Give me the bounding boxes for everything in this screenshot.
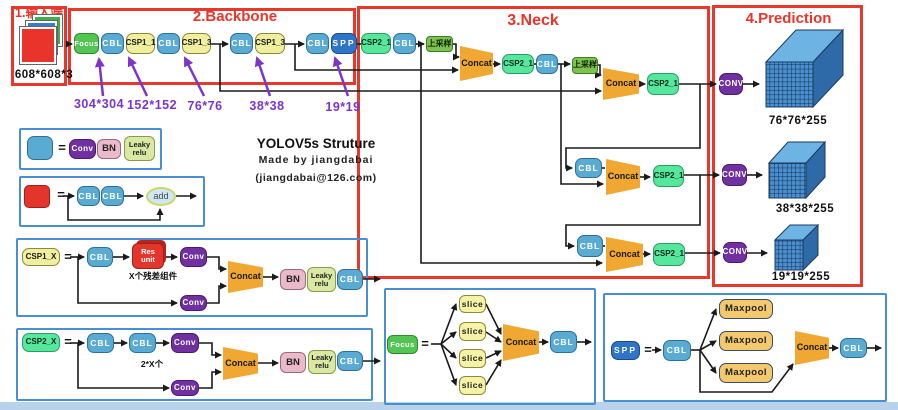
section-label-prediction: 4.Prediction <box>745 10 832 28</box>
prediction-box <box>712 5 863 287</box>
legend-cbl-swatch <box>27 136 53 160</box>
legend-spp: SPP <box>611 341 640 360</box>
legend-cbl-3b: CBL <box>337 269 363 290</box>
diagram-title: YOLOV5s Struture <box>256 136 376 151</box>
legend-bn-3: BN <box>280 269 306 290</box>
legend-cbl-4b: CBL <box>129 333 156 353</box>
diagram-author: Made by jiangdabai <box>258 154 374 166</box>
legend-note-2x: 2*X个 <box>140 359 164 370</box>
legend-conv-3b: Conv <box>180 295 207 311</box>
legend-cbl-4a: CBL <box>87 333 114 353</box>
prediction-conv-2: CONV <box>722 164 747 186</box>
legend-cbl-2b: CBL <box>101 186 124 206</box>
legend-add: add <box>146 187 176 206</box>
section-label-backbone: 2.Backbone <box>192 7 278 25</box>
legend-eq-5: = <box>421 336 429 352</box>
legend-maxpool-2: Maxpool <box>719 331 773 351</box>
legend-cbl-box <box>19 128 162 170</box>
input-image-red <box>19 26 57 65</box>
legend-note-res: X个残差组件 <box>128 271 178 282</box>
section-label-neck: 3.Neck <box>507 11 559 29</box>
backbone-cbl-3: CBL <box>230 33 253 54</box>
legend-res-unit: Res unit <box>132 243 164 269</box>
legend-slice-3: slice <box>459 349 486 368</box>
neck-cbl-b: CBL <box>536 54 558 74</box>
legend-cbl-focus: CBL <box>550 331 577 353</box>
legend-focus-box <box>384 288 596 405</box>
prediction-conv-3: CONV <box>722 242 747 263</box>
neck-csp2-e: CSP2_1 <box>653 243 685 266</box>
legend-conv-1: Conv <box>69 139 96 159</box>
backbone-cbl-4: CBL <box>306 33 329 54</box>
legend-csp2x: CSP2_X <box>22 333 60 352</box>
input-box <box>11 6 67 86</box>
legend-maxpool-3: Maxpool <box>719 363 773 383</box>
backbone-csp1-3a: CSP1_3 <box>182 33 211 54</box>
output-size-19: 19*19*255 <box>771 270 831 283</box>
legend-resunit-box <box>19 176 205 227</box>
feature-size-76: 76*76 <box>187 99 223 114</box>
legend-cbl-4c: CBL <box>337 351 363 371</box>
feature-size-38: 38*38 <box>249 99 285 114</box>
input-size-label: 608*608*3 <box>14 69 74 82</box>
output-size-38: 38*38*255 <box>775 202 835 215</box>
backbone-csp1-3b: CSP1_3 <box>255 33 285 54</box>
output-size-76: 76*76*255 <box>768 114 828 127</box>
backbone-focus: Focus <box>74 33 99 54</box>
legend-maxpool-1: Maxpool <box>719 299 773 319</box>
legend-cbl-spp-1: CBL <box>663 340 691 361</box>
legend-bn-1: BN <box>97 139 121 159</box>
backbone-spp: SPP <box>331 33 357 54</box>
neck-cbl-c: CBL <box>575 158 602 178</box>
legend-csp1-box <box>16 238 368 317</box>
legend-res-swatch <box>24 185 50 208</box>
neck-upsample-1: 上采样 <box>426 36 453 52</box>
neck-csp2-d: CSP2_1 <box>653 165 684 187</box>
legend-csp2-box <box>16 328 373 401</box>
legend-slice-1: slice <box>459 295 486 313</box>
neck-box <box>357 6 710 279</box>
backbone-cbl-2: CBL <box>157 33 180 54</box>
neck-csp2-c: CSP2_1 <box>647 73 679 95</box>
legend-cbl-2a: CBL <box>77 186 100 206</box>
backbone-csp1-1: CSP1_1 <box>126 33 155 54</box>
diagram-email: (jiangdabai@126.com) <box>255 172 377 184</box>
legend-leaky-4: Leaky relu <box>308 350 336 374</box>
feature-size-304: 304*304 <box>73 97 125 112</box>
legend-concat-csp1: Concat <box>228 261 263 293</box>
bottom-bar <box>0 402 898 410</box>
legend-eq-3: = <box>64 249 72 265</box>
legend-eq-4: = <box>64 334 72 350</box>
prediction-conv-1: CONV <box>718 73 743 95</box>
backbone-cbl-1: CBL <box>101 33 124 54</box>
neck-upsample-2: 上采样 <box>572 57 598 74</box>
legend-bn-4: BN <box>280 352 306 373</box>
legend-eq-6: = <box>644 342 652 358</box>
legend-cbl-3: CBL <box>87 247 113 267</box>
legend-leaky-3: Leaky relu <box>307 267 336 292</box>
neck-csp2-b: CSP2_1 <box>502 54 534 74</box>
feature-size-152: 152*152 <box>126 98 178 113</box>
legend-conv-4b: Conv <box>171 380 199 396</box>
legend-eq-1: = <box>58 140 66 156</box>
legend-focus: Focus <box>387 335 418 354</box>
legend-conv-3a: Conv <box>180 247 207 267</box>
neck-cbl-a: CBL <box>393 33 416 54</box>
legend-conv-4a: Conv <box>171 333 199 353</box>
neck-csp2-a: CSP2_1 <box>361 33 391 54</box>
legend-cbl-spp-2: CBL <box>840 338 867 358</box>
legend-leaky-1: Leaky relu <box>124 136 155 161</box>
feature-size-19: 19*19 <box>325 100 361 115</box>
legend-spp-box <box>603 293 887 402</box>
legend-csp1x: CSP1_X <box>22 248 60 266</box>
legend-eq-2: = <box>57 187 65 203</box>
legend-slice-2: slice <box>459 322 486 341</box>
neck-cbl-d: CBL <box>577 235 603 257</box>
legend-slice-4: slice <box>459 376 486 395</box>
